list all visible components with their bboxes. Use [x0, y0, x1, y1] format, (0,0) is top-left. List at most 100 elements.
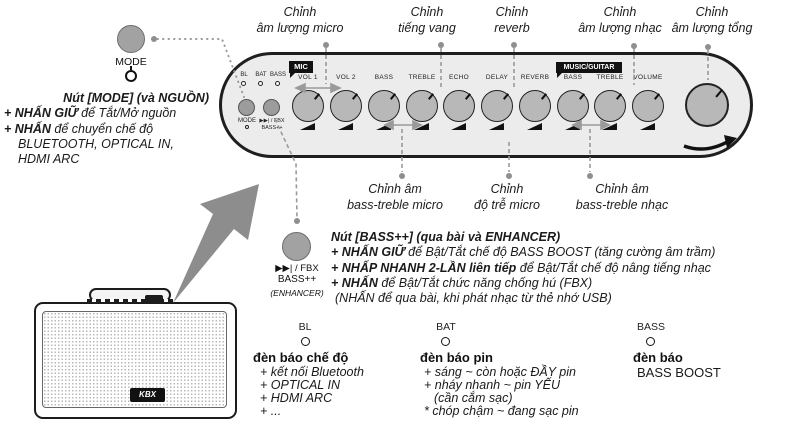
knob-tick — [427, 93, 435, 100]
callout-line: Chỉnh âm — [368, 182, 422, 196]
bass-annotation-button — [282, 232, 311, 261]
knob-tick — [502, 93, 510, 100]
mode-annotation-button — [117, 25, 145, 53]
callout-line: âm lượng micro — [256, 21, 344, 35]
wedge-icon — [565, 123, 580, 130]
power-icon-line — [130, 66, 132, 72]
legend-bl-label: BL — [298, 321, 312, 333]
callout-line: reverb — [494, 21, 530, 35]
bass-annotation-label1: ▶▶| / FBX — [275, 263, 319, 274]
callout-delay: Chỉnh độ trễ micro — [445, 181, 569, 213]
knob-tick — [540, 93, 548, 100]
knob-tick — [578, 93, 586, 100]
mode-note-line: HDMI ARC — [18, 152, 80, 167]
legend-bass-title: đèn báo — [633, 350, 683, 365]
music-tag-tail — [557, 73, 562, 78]
music-volume-knob — [632, 90, 664, 122]
callout-line: Chỉnh — [603, 5, 637, 19]
knob-label-music-volume: VOLUME — [633, 74, 663, 81]
knob-label-vol2: VOL 2 — [336, 74, 356, 81]
callout-line: Chỉnh âm — [595, 182, 649, 196]
knob-label-reverb: REVERB — [520, 74, 550, 81]
bass-legend-led-icon — [646, 337, 655, 346]
legend-bl-item: + kết nối Bluetooth — [260, 365, 364, 379]
mode-note: Nút [MODE] (và NGUỒN) + NHẤN GIỮ để Tắt/… — [4, 91, 209, 167]
legend-bl-title: đèn báo chế độ — [253, 350, 349, 365]
callout-line: Chỉnh — [410, 5, 444, 19]
knob-label-echo: ECHO — [449, 74, 469, 81]
bass-note-line: + NHẤP NHANH 2-LẦN liên tiếp để Bật/Tắt … — [331, 260, 711, 275]
music-treble-knob — [594, 90, 626, 122]
callout-line: bass-treble nhạc — [575, 198, 669, 212]
callout-music-tone: Chỉnh âm bass-treble nhạc — [560, 181, 684, 213]
wedge-icon — [451, 123, 466, 130]
mic-tag-tail — [290, 73, 295, 78]
legend-bass-item: BASS BOOST — [637, 365, 721, 380]
callout-line: tiếng vang — [398, 21, 456, 35]
mic-section-tag: MIC — [289, 61, 313, 73]
echo-knob — [443, 90, 475, 122]
panel-mode-button-label: MODE — [238, 118, 256, 124]
delay-knob — [481, 90, 513, 122]
bat-legend-led-icon — [441, 337, 450, 346]
knob-label-delay: DELAY — [485, 74, 509, 81]
mic-treble-knob — [406, 90, 438, 122]
music-bass-knob — [557, 90, 589, 122]
panel-led-label-bass: BASS — [269, 72, 286, 78]
callout-mic-volume: Chỉnh âm lượng micro — [238, 4, 362, 36]
bass-annotation-label2: BASS++ — [277, 274, 317, 285]
bass-led-icon — [275, 81, 280, 86]
panel-bass-button — [263, 99, 280, 116]
bl-led-icon — [241, 81, 246, 86]
legend-bat-item: (cần cắm sạc) — [434, 391, 513, 405]
legend-bat-item: * chóp chậm ~ đang sạc pin — [424, 404, 579, 418]
mode-annotation-label: MODE — [115, 56, 147, 68]
callout-line: Chỉnh — [495, 5, 529, 19]
vol1-knob — [292, 90, 324, 122]
master-volume-knob — [685, 83, 729, 127]
bass-note-title: Nút [BASS++] (qua bài và ENHANCER) — [331, 230, 561, 244]
bat-led-icon — [258, 81, 263, 86]
legend-bass-label: BASS — [636, 321, 665, 333]
knob-label-music-bass: BASS — [563, 74, 583, 81]
panel-bass-button-label1: ▶▶| / FBX — [259, 118, 285, 124]
bass-note-line: + NHẤN GIỮ để Bật/Tắt chế độ BASS BOOST … — [331, 245, 716, 260]
wedge-icon — [338, 123, 353, 130]
knob-tick — [389, 93, 397, 100]
legend-bl-item: + HDMI ARC — [260, 391, 333, 405]
brand-logo: KBX — [130, 388, 165, 402]
vol2-knob — [330, 90, 362, 122]
bl-legend-led-icon — [301, 337, 310, 346]
mode-note-line: + NHẤN GIỮ để Tắt/Mở nguồn — [4, 106, 177, 121]
callout-line: bass-treble micro — [347, 198, 443, 212]
panel-mode-button — [238, 99, 255, 116]
panel-led-label-bat: BAT — [255, 72, 267, 78]
knob-tick — [351, 93, 359, 100]
knob-tick — [464, 93, 472, 100]
knob-tick — [715, 89, 723, 98]
knob-label-music-treble: TREBLE — [596, 74, 624, 81]
callout-line: Chỉnh — [695, 5, 729, 19]
bass-note: Nút [BASS++] (qua bài và ENHANCER) + NHẤ… — [331, 230, 799, 306]
callout-music-volume: Chỉnh âm lượng nhạc — [558, 4, 682, 36]
mode-note-title: Nút [MODE] (và NGUỒN) — [63, 91, 209, 105]
knob-label-mic-treble: TREBLE — [408, 74, 436, 81]
wedge-icon — [300, 123, 315, 130]
knob-tick — [313, 93, 321, 100]
legend-bat-item: + nháy nhanh ~ pin YẾU — [424, 378, 560, 392]
callout-master-volume: Chỉnh âm lượng tổng — [650, 4, 774, 36]
legend-bat-item: + sáng ~ còn hoặc ĐẦY pin — [424, 365, 576, 379]
legend-bat-title: đèn báo pin — [420, 350, 493, 365]
mode-note-line: BLUETOOTH, OPTICAL IN, — [18, 136, 174, 151]
speaker-handle-mount — [145, 295, 163, 303]
mode-note-line: + NHẤN để chuyển chế độ — [4, 121, 154, 136]
callout-line: âm lượng nhạc — [578, 21, 662, 35]
reverb-knob — [519, 90, 551, 122]
mic-bass-knob — [368, 90, 400, 122]
music-section-tag: MUSIC/GUITAR — [556, 62, 622, 73]
power-icon-small — [245, 125, 249, 129]
legend-bat-label: BAT — [436, 321, 456, 333]
callout-echo: Chỉnh tiếng vang — [365, 4, 489, 36]
panel-bass-button-label2: BASS++ — [261, 125, 283, 131]
